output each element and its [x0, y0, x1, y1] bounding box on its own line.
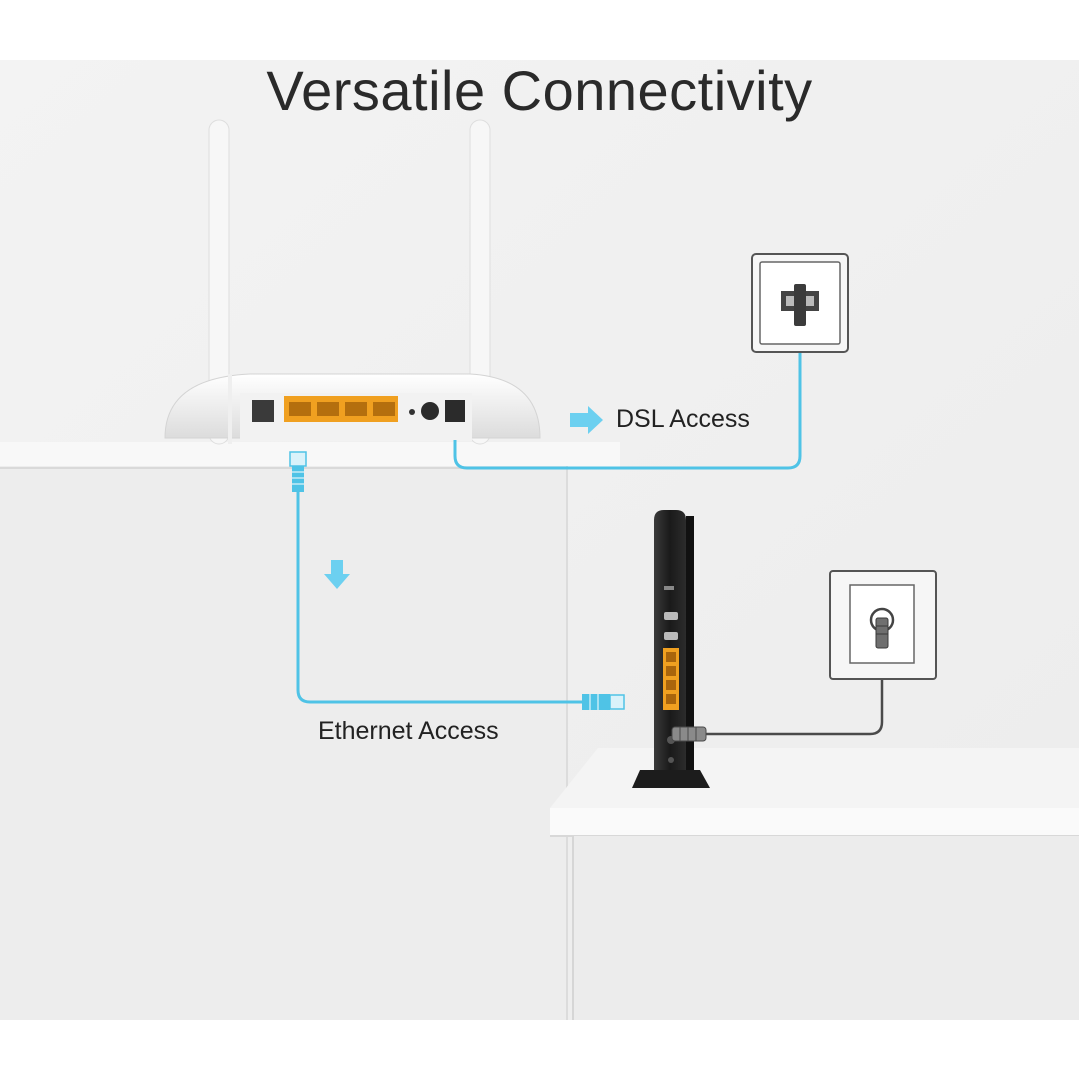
page-title: Versatile Connectivity: [266, 59, 813, 122]
router-lan-ports: [284, 396, 398, 422]
phone-wall-socket-icon: [751, 253, 849, 353]
router-antenna-right: [469, 119, 491, 445]
arrow-down-icon: [324, 560, 350, 589]
modem-lan-ports: [663, 648, 679, 710]
coax-connection: [706, 570, 937, 736]
ethernet-plug-top: [289, 451, 307, 492]
dsl-access-label: DSL Access: [616, 405, 750, 433]
upper-cabinet: [0, 442, 620, 1020]
dsl-connection: [453, 253, 849, 470]
router-power-port: [445, 400, 465, 422]
router-dsl-port: [252, 400, 274, 422]
router-antenna-left: [208, 119, 230, 445]
arrow-right-icon: [570, 406, 603, 434]
coax-wall-socket-icon: [829, 570, 937, 680]
cable-modem: [632, 510, 710, 788]
coax-cable: [706, 650, 884, 736]
modem-stand: [632, 770, 710, 788]
ethernet-plug-side: [582, 694, 625, 710]
router-power-button: [421, 402, 439, 420]
router-reset-button: [409, 409, 415, 415]
lower-cabinet: [550, 748, 1079, 1020]
coax-connector: [671, 726, 707, 742]
dsl-cable: [453, 318, 802, 470]
ethernet-access-label: Ethernet Access: [318, 717, 499, 745]
dsl-router: [164, 119, 541, 445]
ethernet-cable: [296, 492, 582, 704]
ethernet-connection: [289, 451, 625, 710]
